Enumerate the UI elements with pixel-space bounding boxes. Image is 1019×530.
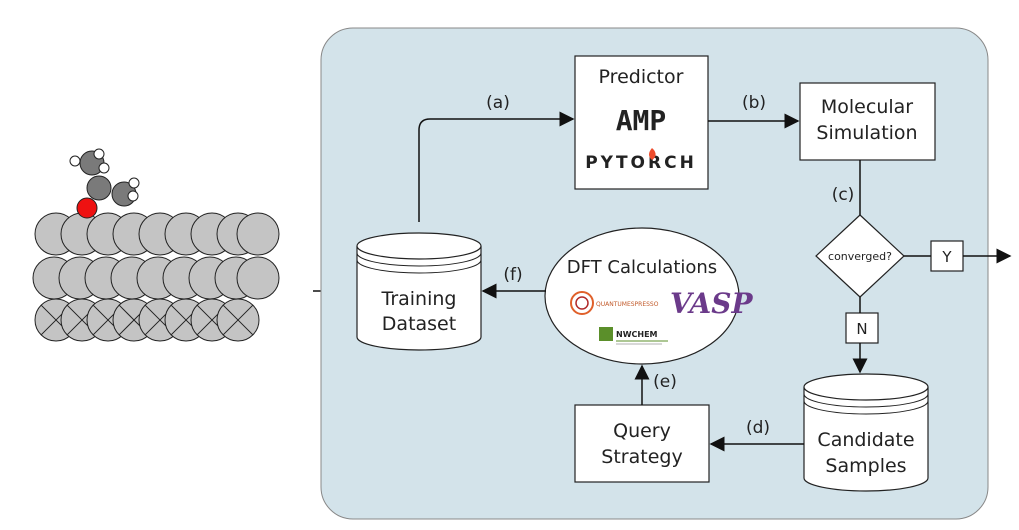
molecular-simulation-label: Molecular [821,96,913,118]
slab-atom-top [236,212,280,256]
edge-a: (a) [418,93,575,222]
vasp-logo: VASP [670,287,753,320]
dft-calculations-label: DFT Calculations [567,257,717,278]
amp-logo: AMP [616,104,667,137]
pytorch-logo: PYTORCH [585,153,697,173]
candidate-samples-label: Candidate [817,429,914,451]
slab-middle-layer [32,256,280,300]
edge-d: (d) [709,418,804,452]
training-dataset-node: Training Dataset [356,232,482,351]
yes-branch: Y [930,240,964,272]
edge-d-label: (d) [746,418,770,438]
adsorbate-hydrogen-atom [98,162,110,174]
edge-c: (c) [832,160,861,215]
training-dataset-label: Dataset [382,313,456,335]
quantum-espresso-logo: QUANTUMESPRESSO [570,291,659,315]
molecular-simulation-node: Molecular Simulation [799,82,936,161]
adsorbate-carbon-atom-2 [86,175,112,201]
edge-a-label: (a) [486,93,510,113]
edge-f-label: (f) [503,265,522,285]
edge-b: (b) [708,93,800,129]
converged-label: converged? [828,250,892,263]
adsorbate-oxygen-atom [76,197,98,219]
adsorbate-hydrogen-atom [128,177,140,189]
converged-decision-node: converged? [815,214,905,298]
adsorbate-hydrogen-atom [127,190,139,202]
nwchem-logo: NWCHEM [599,327,668,345]
query-strategy-node: Query Strategy [574,404,710,483]
no-branch: N [845,312,879,344]
edge-e-label: (e) [653,372,677,392]
candidate-samples-label: Samples [825,455,906,477]
catalyst-slab-illustration [32,148,280,342]
query-strategy-label: Strategy [601,446,682,468]
slab-top-layer [34,212,280,256]
molecular-simulation-label: Simulation [816,122,917,144]
adsorbate-hydrogen-atom [93,148,105,160]
pytorch-flame-icon [649,148,656,160]
slab-atom-middle [236,256,280,300]
edge-e: (e) [634,364,677,405]
atom-cross-mark [222,304,254,336]
edge-b-label: (b) [742,93,766,113]
nwchem-logo-text: NWCHEM [616,330,658,339]
yes-label: Y [941,248,952,266]
slab-bottom-layer [34,298,260,342]
dft-calculations-node: DFT Calculations QUANTUMESPRESSO VASP NW… [544,227,753,365]
candidate-samples-node: Candidate Samples [803,373,929,492]
query-strategy-label: Query [613,420,671,442]
adsorbate-molecule [69,148,140,219]
training-dataset-label: Training [381,288,457,310]
predictor-node: Predictor AMP PYTORCH [574,55,709,190]
edge-c-label: (c) [832,185,855,205]
adsorbate-hydrogen-atom [69,155,81,167]
edge-f: (f) [481,265,546,299]
no-label: N [856,320,867,338]
predictor-label: Predictor [599,66,684,88]
quantum-espresso-logo-text: QUANTUMESPRESSO [596,301,659,308]
